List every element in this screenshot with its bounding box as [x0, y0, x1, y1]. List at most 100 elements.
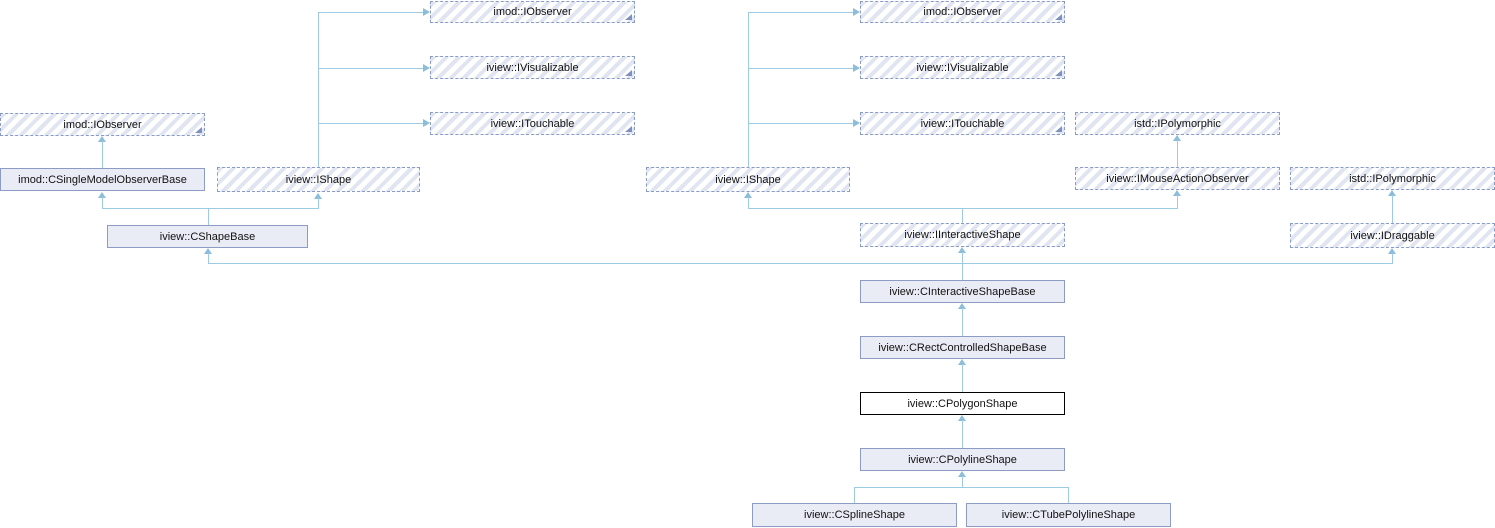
inheritance-arrowhead	[423, 8, 430, 16]
truncated-indicator	[1055, 126, 1062, 132]
node-iview-itouchable-left: iview::ITouchable	[430, 112, 635, 135]
inheritance-arrowhead	[958, 247, 966, 253]
class-label: imod::IObserver	[493, 6, 572, 18]
class-label: iview::IInteractiveShape	[904, 229, 1021, 241]
truncated-indicator	[625, 14, 632, 20]
inheritance-edge-line	[318, 123, 423, 124]
inheritance-edge-line	[748, 208, 1178, 209]
class-label: imod::IObserver	[63, 118, 142, 131]
inheritance-edge-line	[962, 208, 963, 223]
inheritance-edge-line	[962, 308, 963, 336]
inheritance-edge-line	[102, 208, 319, 209]
node-iview-imouseactionobserver: iview::IMouseActionObserver	[1075, 167, 1280, 190]
inheritance-edge-line	[318, 12, 319, 167]
inheritance-edge-line	[748, 68, 853, 69]
inheritance-arrowhead	[1173, 190, 1181, 196]
inheritance-edge-line	[748, 12, 749, 167]
class-label: iview::CPolygonShape	[907, 397, 1018, 410]
class-label: iview::IVisualizable	[486, 61, 579, 74]
inheritance-edge-line	[102, 197, 103, 208]
inheritance-edge-line	[748, 12, 853, 13]
inheritance-edge-line	[1068, 487, 1069, 503]
node-iview-idraggable: iview::IDraggable	[1290, 223, 1495, 248]
class-label: iview::CPolylineShape	[908, 453, 1017, 466]
inheritance-edge-line	[102, 141, 103, 168]
node-iview-ishape-right: iview::IShape	[646, 167, 850, 192]
inheritance-arrowhead	[98, 136, 106, 142]
inheritance-edge-line	[1392, 253, 1393, 263]
inheritance-arrowhead	[204, 248, 212, 254]
inheritance-edge-line	[962, 420, 963, 448]
node-imod-csinglemodelobserverbase[interactable]: imod::CSingleModelObserverBase	[0, 168, 205, 191]
inheritance-edge-line	[1177, 140, 1178, 167]
class-label: istd::IPolymorphic	[1349, 172, 1436, 185]
node-iview-ivisualizable-right: iview::IVisualizable	[860, 56, 1065, 79]
inheritance-arrowhead	[853, 119, 860, 127]
class-label: iview::CTubePolylineShape	[1001, 509, 1136, 521]
inheritance-arrowhead	[958, 471, 966, 477]
class-label: iview::CInteractiveShapeBase	[889, 285, 1036, 298]
inheritance-arrowhead	[958, 303, 966, 309]
node-iview-ishape-left: iview::IShape	[217, 167, 420, 192]
class-label: imod::CSingleModelObserverBase	[18, 173, 187, 186]
node-iview-ivisualizable-left: iview::IVisualizable	[430, 56, 635, 79]
truncated-indicator	[625, 70, 632, 76]
inheritance-edge-line	[748, 197, 749, 208]
node-iview-cinteractiveshapebase[interactable]: iview::CInteractiveShapeBase	[860, 280, 1065, 303]
inheritance-edge-line	[854, 487, 1069, 488]
class-label: iview::IShape	[285, 173, 352, 186]
class-label: iview::CShapeBase	[159, 230, 256, 243]
inheritance-edge-line	[962, 364, 963, 392]
class-label: iview::IVisualizable	[916, 61, 1009, 74]
inheritance-arrowhead	[1388, 248, 1396, 254]
node-iview-cshapebase[interactable]: iview::CShapeBase	[107, 225, 308, 248]
node-istd-ipolymorphic-right: istd::IPolymorphic	[1290, 167, 1495, 190]
node-imod-iobserver-topleft: imod::IObserver	[430, 1, 635, 23]
node-imod-iobserver-left: imod::IObserver	[0, 113, 205, 136]
inheritance-arrowhead	[958, 359, 966, 365]
node-iview-iinteractiveshape: iview::IInteractiveShape	[860, 223, 1065, 247]
inheritance-edge-line	[854, 487, 855, 503]
class-label: iview::ITouchable	[920, 117, 1005, 130]
truncated-indicator	[1055, 14, 1062, 20]
inheritance-edge-line	[962, 476, 963, 487]
inheritance-arrowhead	[744, 192, 752, 198]
node-iview-cpolylineshape[interactable]: iview::CPolylineShape	[860, 448, 1065, 471]
inheritance-arrowhead	[853, 8, 860, 16]
node-imod-iobserver-topright: imod::IObserver	[860, 1, 1065, 23]
class-label: iview::IMouseActionObserver	[1106, 172, 1249, 185]
inheritance-edge-line	[748, 123, 853, 124]
inheritance-edge-line	[1392, 195, 1393, 223]
node-iview-cpolygonshape-current: iview::CPolygonShape	[860, 392, 1065, 415]
truncated-indicator	[1055, 70, 1062, 76]
class-label: istd::IPolymorphic	[1134, 117, 1221, 130]
inheritance-arrowhead	[958, 415, 966, 421]
node-iview-csplineshape[interactable]: iview::CSplineShape	[752, 503, 957, 527]
inheritance-arrowhead	[423, 119, 430, 127]
class-label: imod::IObserver	[923, 6, 1002, 18]
inheritance-arrowhead	[98, 192, 106, 198]
inheritance-edge-line	[208, 253, 209, 263]
node-istd-ipolymorphic-upper: istd::IPolymorphic	[1075, 112, 1280, 135]
class-label: iview::IShape	[715, 173, 781, 186]
node-iview-crectcontrolledshapebase[interactable]: iview::CRectControlledShapeBase	[860, 336, 1065, 359]
inheritance-edge-line	[1177, 195, 1178, 208]
node-iview-itouchable-right: iview::ITouchable	[860, 112, 1065, 135]
truncated-indicator	[625, 126, 632, 132]
inheritance-edge-line	[208, 208, 209, 225]
inheritance-arrowhead	[1173, 135, 1181, 141]
inheritance-arrowhead	[1388, 190, 1396, 196]
truncated-indicator	[195, 127, 202, 133]
inheritance-arrowhead	[853, 64, 860, 72]
node-iview-ctubepolylineshape[interactable]: iview::CTubePolylineShape	[966, 503, 1171, 527]
inheritance-edge-line	[962, 252, 963, 280]
inheritance-arrowhead	[423, 64, 430, 72]
inheritance-edge-line	[318, 68, 423, 69]
class-label: iview::ITouchable	[490, 117, 575, 130]
inheritance-edge-line	[318, 12, 423, 13]
class-label: iview::CSplineShape	[804, 509, 905, 521]
inheritance-arrowhead	[314, 193, 322, 199]
inheritance-edge-line	[208, 263, 1393, 264]
class-label: iview::IDraggable	[1350, 229, 1435, 242]
